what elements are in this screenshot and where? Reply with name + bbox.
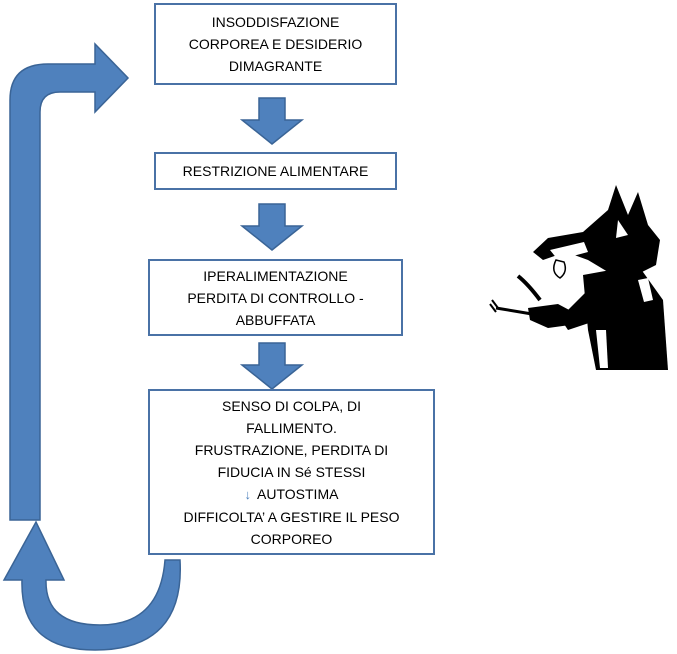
- step-box-overeating: IPERALIMENTAZIONE PERDITA DI CONTROLLO -…: [148, 259, 403, 336]
- step-4-line-3: FRUSTRAZIONE, PERDITA DI: [194, 441, 389, 458]
- step-4-line-7: CORPOREO: [250, 530, 333, 547]
- down-arrow-icon: [239, 203, 305, 251]
- step-1-line-2: CORPOREA E DESIDERIO: [188, 36, 363, 52]
- step-box-guilt: SENSO DI COLPA, DI FALLIMENTO. FRUSTRAZI…: [148, 389, 435, 555]
- loop-bottom-arrow-icon: [2, 520, 181, 651]
- step-3-line-2: PERDITA DI CONTROLLO -: [187, 289, 364, 306]
- down-arrow-icon: [239, 97, 305, 145]
- step-4-line-6: DIFFICOLTA’ A GESTIRE IL PESO: [183, 508, 400, 525]
- step-4-line-1: SENSO DI COLPA, DI: [221, 397, 361, 414]
- step-4-line-4: FIDUCIA IN Sé STESSI: [217, 463, 366, 480]
- step-1-line-3: DIMAGRANTE: [228, 58, 323, 74]
- cycle-arrow-icon: [9, 42, 130, 521]
- step-box-dissatisfaction: INSODDISFAZIONE CORPOREA E DESIDERIO DIM…: [154, 3, 397, 85]
- step-box-restriction: RESTRIZIONE ALIMENTARE: [154, 152, 397, 190]
- down-arrow-icon: [239, 342, 305, 390]
- step-4-line-2: FALLIMENTO.: [246, 419, 337, 436]
- step-2-line-1: RESTRIZIONE ALIMENTARE: [182, 163, 369, 179]
- step-1-line-1: INSODDISFAZIONE: [211, 14, 340, 30]
- step-3-line-1: IPERALIMENTAZIONE: [203, 267, 348, 284]
- self-esteem-label: AUTOSTIMA: [257, 485, 339, 502]
- down-arrow-small-icon: ↓: [244, 486, 252, 502]
- hungry-wolf-eating-icon: [489, 185, 668, 370]
- step-3-line-3: ABBUFFATA: [235, 311, 316, 328]
- step-4-line-5: ↓ AUTOSTIMA: [245, 483, 339, 506]
